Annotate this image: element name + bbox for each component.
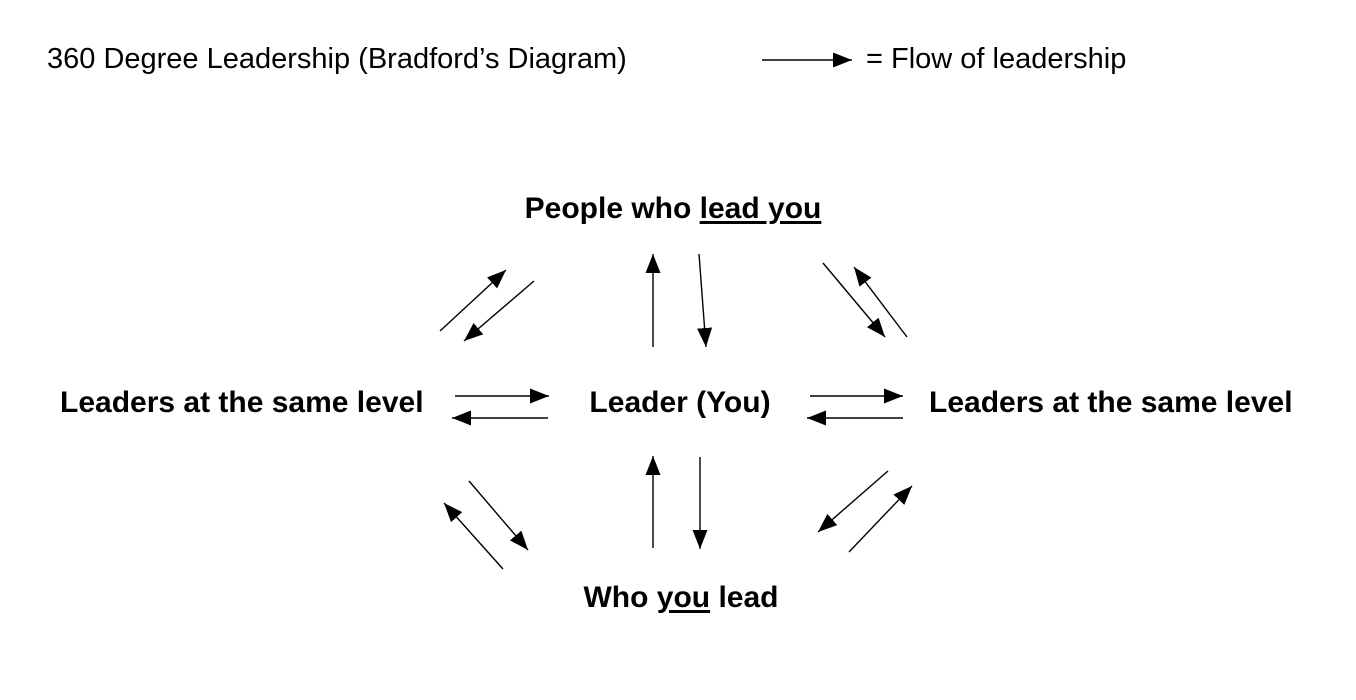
lower-left-pair-upward-arrow xyxy=(443,502,504,570)
lower-right-pair-upward-arrow xyxy=(848,485,913,553)
node-leaders-same-level-left: Leaders at the same level xyxy=(60,386,424,419)
node-leader-you: Leader (You) xyxy=(589,386,771,419)
node-bottom-text-underlined: you xyxy=(656,581,711,614)
node-bottom-text-before: Who xyxy=(583,581,657,614)
lower-right-pair-downward-arrow xyxy=(817,470,889,533)
upper-left-pair-downward-arrow xyxy=(463,280,535,342)
upper-right-pair-upward-arrow xyxy=(853,266,908,338)
node-leaders-same-level-right: Leaders at the same level xyxy=(929,386,1293,419)
top-pair-downward-arrow xyxy=(697,253,713,348)
node-bottom-text-after: lead xyxy=(710,581,779,614)
node-who-you-lead: Who you lead xyxy=(583,583,778,613)
upper-left-pair-upward-arrow xyxy=(439,269,507,332)
node-top-text-underlined: lead you xyxy=(699,192,822,225)
node-people-who-lead-you: People who lead you xyxy=(525,194,822,224)
upper-right-pair-downward-arrow xyxy=(822,262,886,338)
lower-left-pair-downward-arrow xyxy=(468,480,529,551)
page-title: 360 Degree Leadership (Bradford’s Diagra… xyxy=(47,43,627,75)
node-top-text-before: People who xyxy=(524,192,700,225)
flow-legend-label: = Flow of leadership xyxy=(866,43,1127,75)
